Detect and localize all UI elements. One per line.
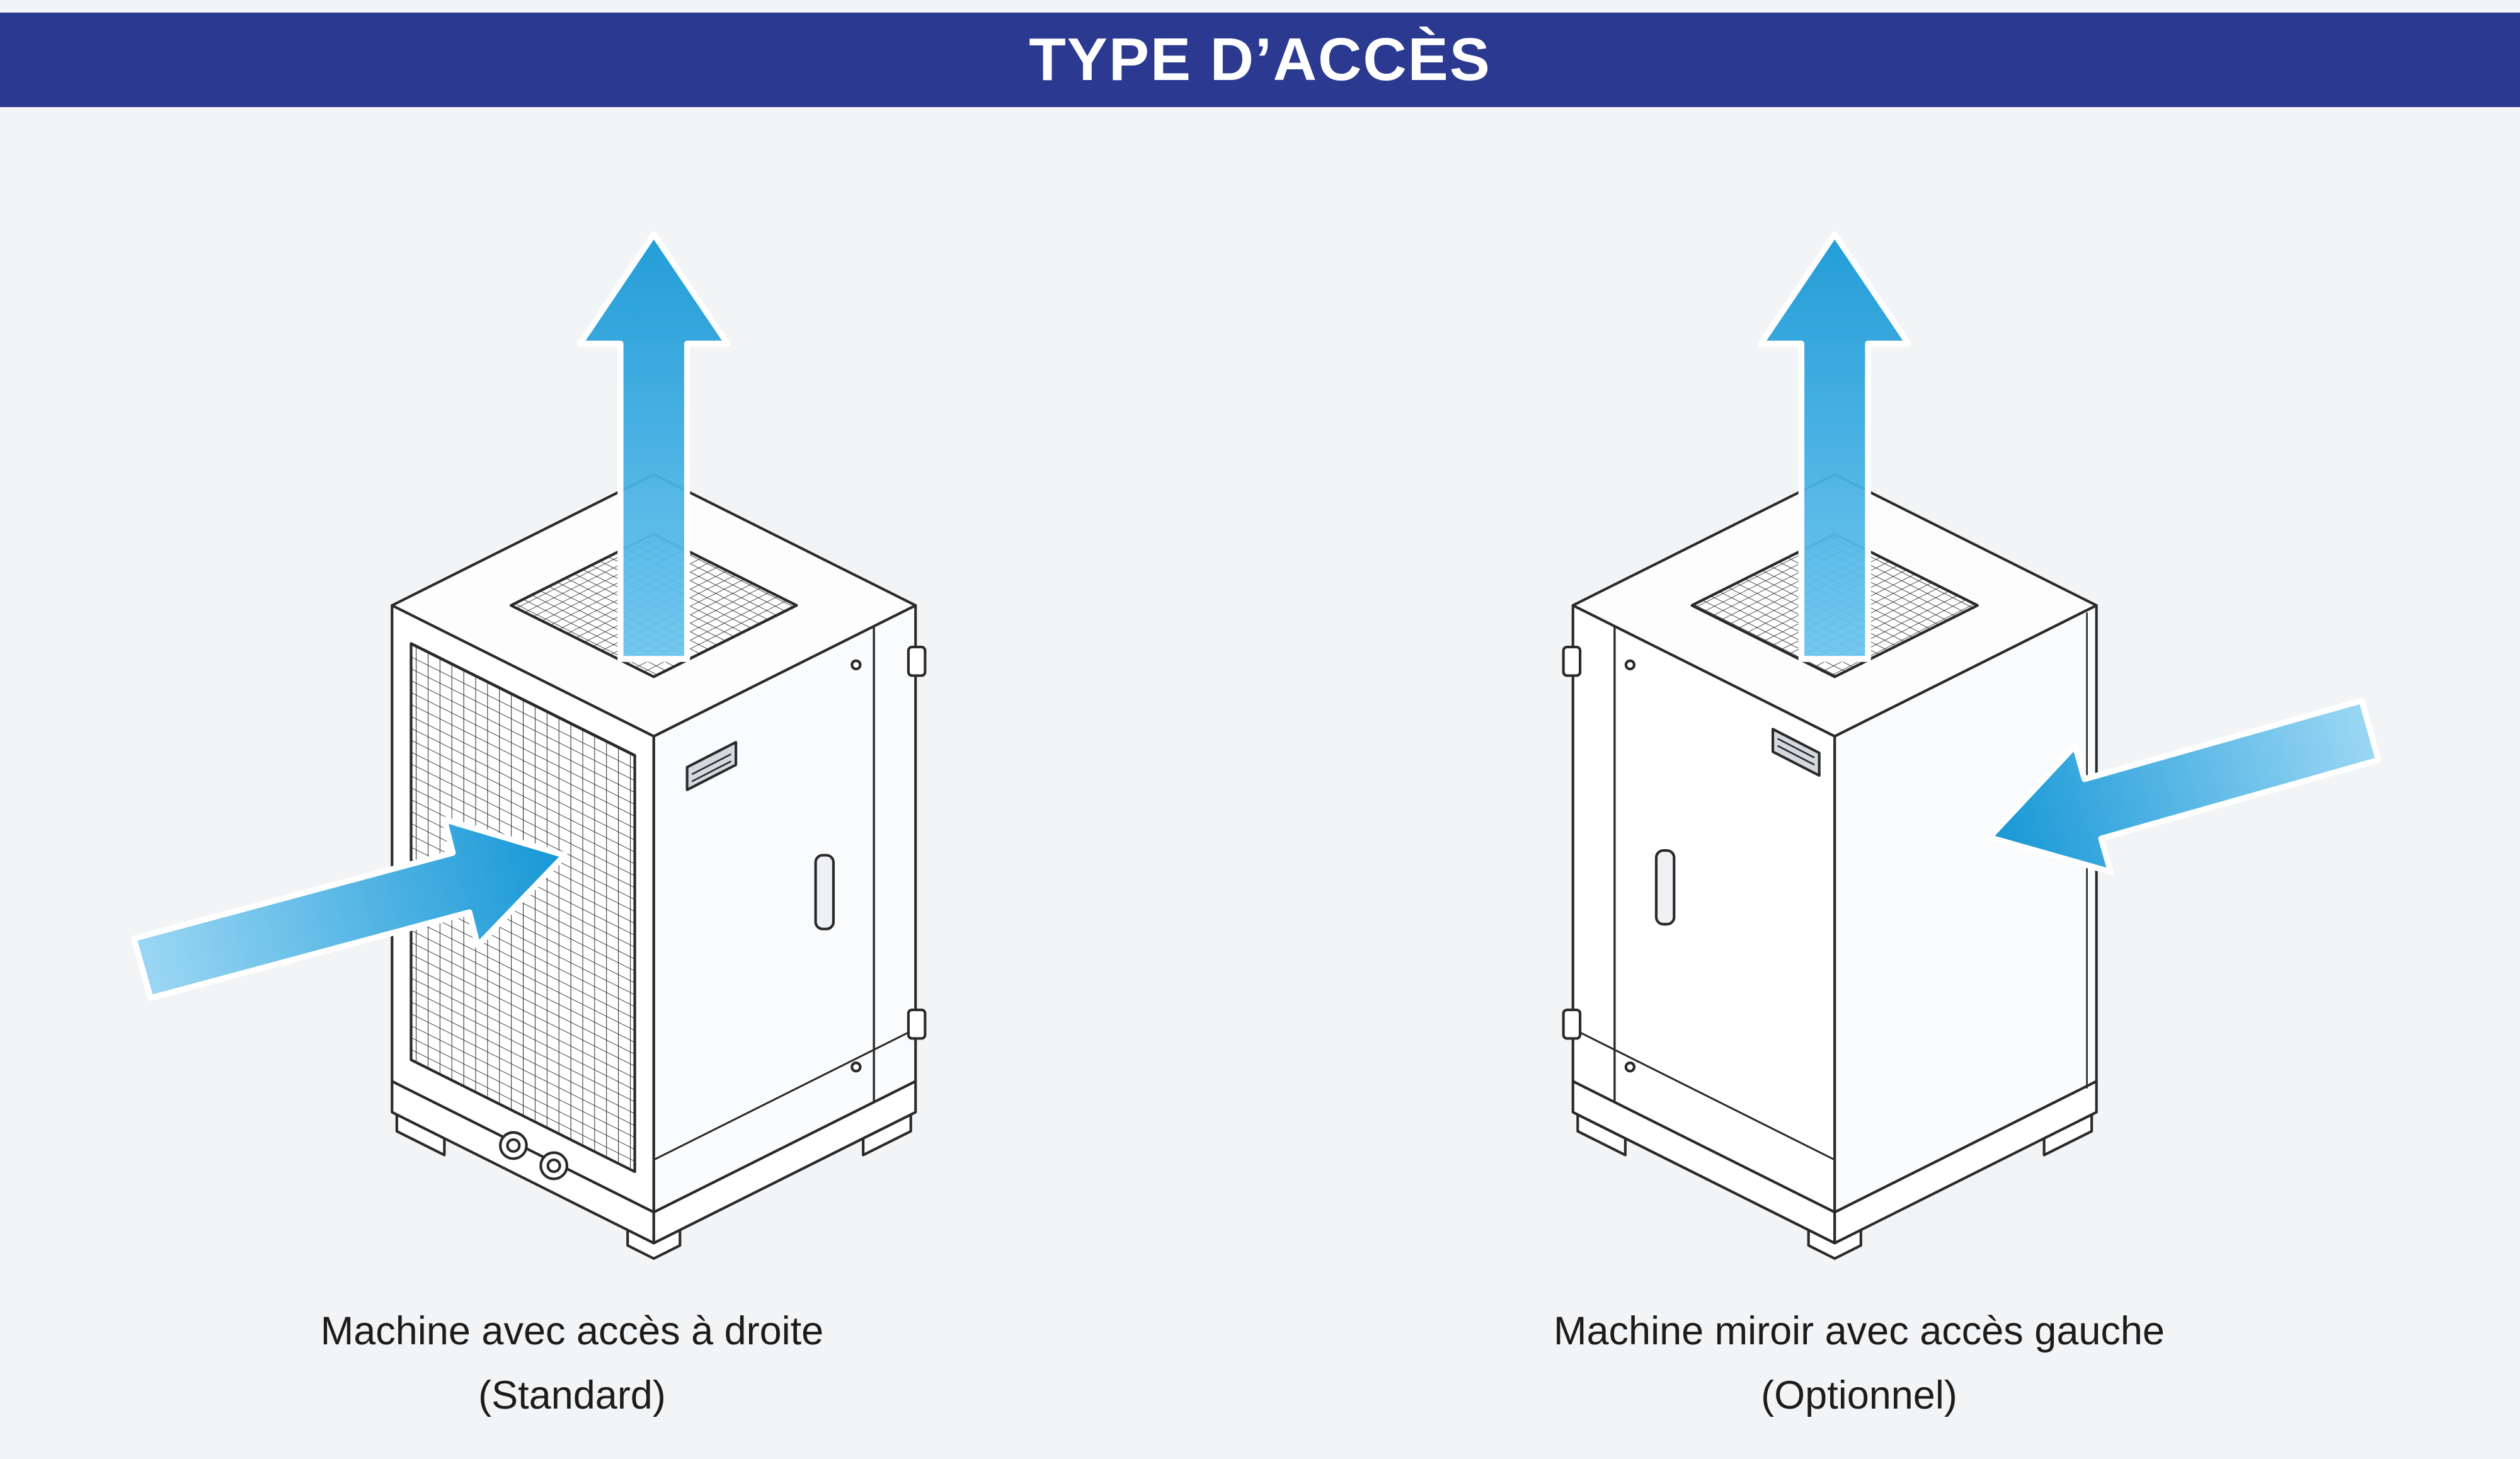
door-hinge — [1562, 1009, 1582, 1040]
figure-caption-left-access: Machine miroir avec accès gauche (Option… — [1481, 1299, 2237, 1428]
caption-text: Machine avec accès à droite — [320, 1309, 824, 1353]
door-hinge — [907, 1009, 927, 1040]
door-vent — [1771, 728, 1821, 777]
door-vent-slat — [691, 753, 732, 775]
pipe-connection-inner — [506, 1138, 521, 1153]
door-hinge — [1562, 646, 1582, 677]
airflow-in-arrow — [1986, 697, 2382, 875]
machine-left-access-illustration — [1562, 231, 2382, 1260]
door-vent-slat — [1777, 745, 1815, 766]
door-vent-slat — [1777, 738, 1815, 758]
machine-right-access-illustration — [130, 231, 927, 1260]
door-screw — [850, 659, 862, 671]
figure-caption-right-access: Machine avec accès à droite (Standard) — [194, 1299, 950, 1428]
panel-seam-line — [1572, 1027, 1835, 1161]
airflow-out-arrow — [576, 231, 731, 662]
machine-body — [1562, 473, 2098, 1260]
door-hinge — [907, 646, 927, 677]
pipe-connection-inner — [546, 1158, 561, 1174]
door-handle — [1654, 849, 1676, 926]
door-screw — [850, 1061, 862, 1073]
door-screw — [1624, 659, 1636, 671]
door-handle — [814, 854, 835, 930]
door-screw — [1624, 1061, 1636, 1073]
title-bar: TYPE D’ACCÈS — [0, 13, 2520, 107]
door-vent-slat — [691, 760, 732, 782]
machine-body — [391, 473, 927, 1260]
airflow-in-arrow — [130, 816, 568, 1001]
caption-variant: (Optionnel) — [1761, 1373, 1957, 1418]
airflow-out-arrow — [1758, 231, 1912, 662]
caption-text: Machine miroir avec accès gauche — [1554, 1309, 2165, 1353]
caption-variant: (Standard) — [478, 1373, 666, 1418]
page-title: TYPE D’ACCÈS — [1029, 26, 1491, 93]
panel-seam-line — [653, 1027, 916, 1161]
